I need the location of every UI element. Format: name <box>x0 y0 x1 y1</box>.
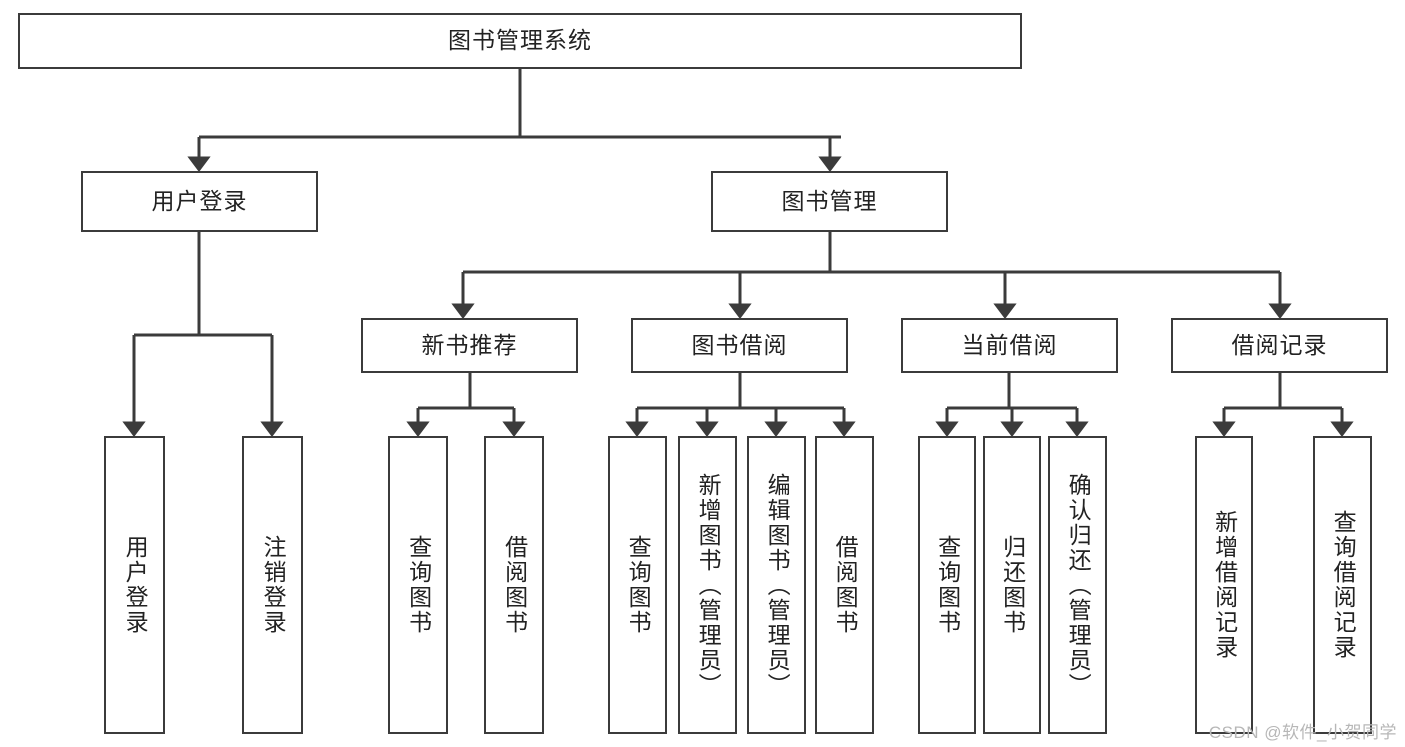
node-leaf-query-book-current-label: 查询图书 <box>934 535 961 635</box>
node-leaf-return-book-label: 归还图书 <box>999 535 1026 635</box>
node-leaf-borrow-book-label: 借阅图书 <box>832 535 859 635</box>
node-user-login-label: 用户登录 <box>151 187 248 214</box>
node-leaf-query-borrow-record[interactable]: 查询借阅记录 <box>1313 436 1372 734</box>
node-book-borrow[interactable]: 图书借阅 <box>631 318 848 373</box>
node-new-book-recommend-label: 新书推荐 <box>421 331 518 358</box>
node-leaf-confirm-return[interactable]: 确认归还（管理员） <box>1048 436 1107 734</box>
node-book-borrow-label: 图书借阅 <box>691 331 788 358</box>
node-current-borrow-label: 当前借阅 <box>961 331 1058 358</box>
node-leaf-logout-label: 注销登录 <box>260 535 287 635</box>
node-leaf-logout[interactable]: 注销登录 <box>242 436 303 734</box>
node-leaf-query-borrow-record-label: 查询借阅记录 <box>1330 510 1357 660</box>
node-leaf-query-book-recommend[interactable]: 查询图书 <box>388 436 448 734</box>
node-leaf-query-book-borrow-label: 查询图书 <box>625 535 652 635</box>
node-leaf-add-borrow-record-label: 新增借阅记录 <box>1211 510 1238 660</box>
node-borrow-record-label: 借阅记录 <box>1231 331 1328 358</box>
node-leaf-add-book[interactable]: 新增图书（管理员） <box>678 436 737 734</box>
node-book-manage-label: 图书管理 <box>781 187 878 214</box>
node-leaf-add-book-label: 新增图书（管理员） <box>695 472 722 698</box>
node-user-login[interactable]: 用户登录 <box>81 171 318 232</box>
node-leaf-edit-book-label: 编辑图书（管理员） <box>764 472 791 698</box>
node-book-manage[interactable]: 图书管理 <box>711 171 948 232</box>
node-root[interactable]: 图书管理系统 <box>18 13 1022 69</box>
node-leaf-borrow-book[interactable]: 借阅图书 <box>815 436 874 734</box>
node-current-borrow[interactable]: 当前借阅 <box>901 318 1118 373</box>
node-borrow-record[interactable]: 借阅记录 <box>1171 318 1388 373</box>
node-new-book-recommend[interactable]: 新书推荐 <box>361 318 578 373</box>
edges-root <box>122 69 1354 437</box>
node-leaf-query-book-recommend-label: 查询图书 <box>405 535 432 635</box>
node-leaf-query-book-current[interactable]: 查询图书 <box>918 436 976 734</box>
node-leaf-user-login[interactable]: 用户登录 <box>104 436 165 734</box>
node-leaf-confirm-return-label: 确认归还（管理员） <box>1065 472 1092 698</box>
node-leaf-add-borrow-record[interactable]: 新增借阅记录 <box>1195 436 1253 734</box>
node-leaf-borrow-book-recommend[interactable]: 借阅图书 <box>484 436 544 734</box>
node-leaf-user-login-label: 用户登录 <box>122 535 149 635</box>
node-leaf-query-book-borrow[interactable]: 查询图书 <box>608 436 667 734</box>
node-root-label: 图书管理系统 <box>448 27 592 54</box>
node-leaf-borrow-book-recommend-label: 借阅图书 <box>501 535 528 635</box>
node-leaf-return-book[interactable]: 归还图书 <box>983 436 1041 734</box>
watermark: CSDN @软件_小贺同学 <box>1208 723 1397 742</box>
node-leaf-edit-book[interactable]: 编辑图书（管理员） <box>747 436 806 734</box>
